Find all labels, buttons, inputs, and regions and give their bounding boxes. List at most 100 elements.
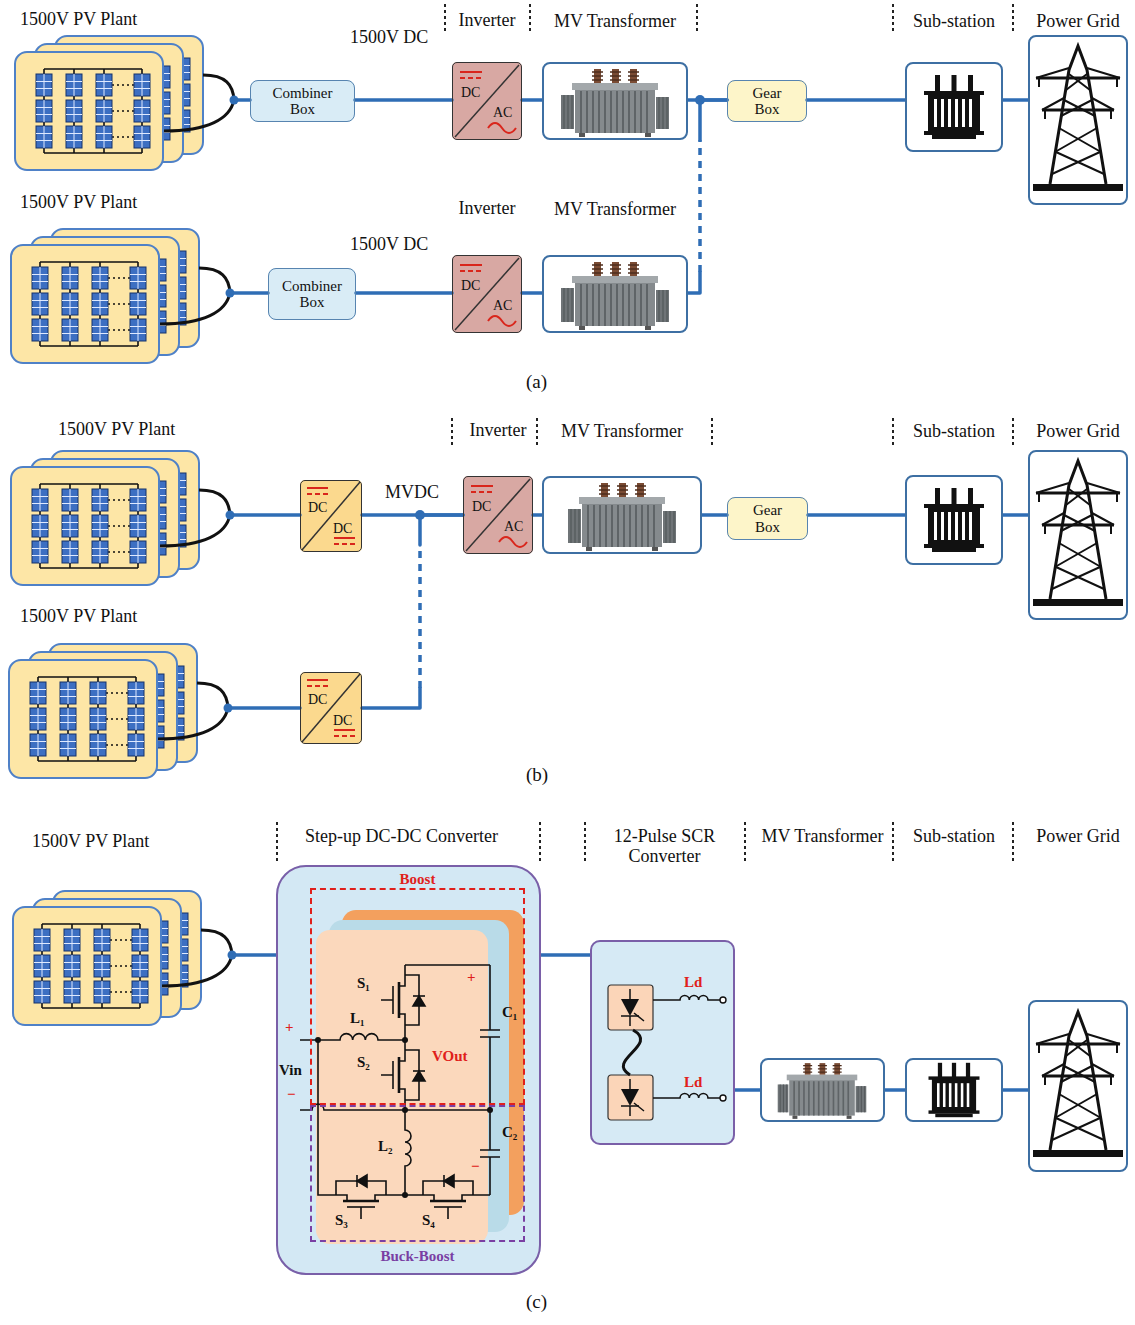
connector-line xyxy=(522,98,542,102)
edge-label: MVDC xyxy=(383,483,441,503)
part-name: L₂ xyxy=(378,1138,393,1155)
node-heading: MV Transformer xyxy=(554,12,676,32)
polarity-sign: − xyxy=(287,1086,296,1103)
connector xyxy=(1003,100,1028,101)
signal-name: VOut xyxy=(432,1048,468,1065)
connector xyxy=(232,515,300,516)
connector-line xyxy=(1003,513,1028,517)
connector xyxy=(702,515,727,516)
transformer-images xyxy=(561,69,866,1119)
connector-dashed xyxy=(418,545,422,688)
node-heading: 1500V PV Plant xyxy=(20,10,137,30)
node-heading: Power Grid xyxy=(1036,12,1120,32)
inverter-box: InverterDCAC xyxy=(452,255,522,333)
node-heading: MV Transformer xyxy=(561,422,683,442)
pv-plant: 1500V PV Plant xyxy=(10,228,232,366)
node-text: DC xyxy=(333,521,352,536)
node-heading: Boost xyxy=(400,871,436,888)
mosfet-symbols xyxy=(326,965,483,1219)
box-fill xyxy=(1028,450,1128,620)
node-heading: Inverter xyxy=(459,199,516,219)
connector-line xyxy=(688,100,727,293)
connector xyxy=(234,955,276,956)
connector-line xyxy=(356,291,452,295)
connector xyxy=(362,515,463,708)
node-heading: Sub-station xyxy=(913,422,995,442)
node-heading: Step-up DC-DC Converter xyxy=(305,827,498,847)
connector-line xyxy=(885,1088,905,1092)
part-name: Ld xyxy=(684,974,702,991)
substation-icons xyxy=(924,75,984,1117)
node-heading: MV Transformer xyxy=(554,200,676,220)
equipment-box: Sub-station xyxy=(905,62,1003,152)
node-text: DC xyxy=(461,85,480,100)
pv-plant: 1500V PV Plant xyxy=(14,35,236,173)
connector xyxy=(1003,1090,1028,1091)
pv-arrays xyxy=(9,36,239,1025)
equipment-box: MV Transformer xyxy=(542,255,688,333)
dc-dc-box: DC DC xyxy=(300,480,362,552)
equipment-box: MV Transformer xyxy=(542,62,688,140)
box-fill xyxy=(250,80,355,122)
box-fill xyxy=(542,255,688,333)
equipment-box: Sub-station xyxy=(905,475,1003,565)
connector-line xyxy=(362,515,463,708)
node-text: Gear Box xyxy=(743,502,793,535)
node-text: DC xyxy=(308,500,327,515)
connector-line xyxy=(735,1088,760,1092)
node-heading: 1500V PV Plant xyxy=(32,832,149,852)
gear-box: Gear Box xyxy=(727,80,807,122)
equipment-box: MV Transformer xyxy=(542,476,702,554)
node-heading: Power Grid xyxy=(1036,422,1120,442)
connector xyxy=(735,1090,760,1091)
node-text: DC xyxy=(333,713,352,728)
pv-plant: 1500V PV Plant xyxy=(12,890,234,1028)
box-fill xyxy=(905,62,1003,152)
part-name: C₁ xyxy=(502,1004,517,1021)
connector-line xyxy=(1003,98,1028,102)
connector xyxy=(541,955,590,956)
edge-label: 1500V DC xyxy=(348,28,430,48)
node-text: AC xyxy=(504,519,523,534)
connector-line xyxy=(541,953,590,957)
part-name: S₁ xyxy=(357,975,370,992)
box-fill xyxy=(760,1058,885,1122)
node-text: AC xyxy=(493,105,512,120)
connector xyxy=(522,100,542,101)
edge-label: 1500V DC xyxy=(348,235,430,255)
part-name: S₃ xyxy=(335,1212,348,1229)
connector-dashed xyxy=(698,140,702,272)
pv-plant: 1500V PV Plant xyxy=(8,643,230,781)
box-fill xyxy=(1028,1000,1128,1172)
box-fill xyxy=(905,475,1003,565)
box-fill xyxy=(300,672,362,744)
converter-symbols xyxy=(302,65,530,742)
node-heading: Sub-station xyxy=(913,827,995,847)
equipment-box: Power Grid xyxy=(1028,1000,1128,1172)
gear-box: Gear Box xyxy=(727,497,808,540)
connector xyxy=(522,293,542,294)
box-fill xyxy=(276,865,541,1275)
node-text: DC xyxy=(461,278,480,293)
node-heading: 1500V PV Plant xyxy=(20,193,137,213)
polarity-sign: + xyxy=(285,1019,294,1036)
connector-line xyxy=(355,98,452,102)
box-fill xyxy=(590,940,735,1145)
column-separators xyxy=(277,4,1013,864)
connector xyxy=(230,708,300,709)
part-name: C₂ xyxy=(502,1124,517,1141)
connector-line xyxy=(533,513,542,517)
figure-caption: (a) xyxy=(526,372,547,393)
dc-dc-box: DCDC xyxy=(300,672,362,744)
inverter-box: InverterDCAC xyxy=(463,476,533,554)
connector xyxy=(1003,515,1028,516)
scr-converter-box: 12-Pulse SCR Converter xyxy=(590,940,735,1145)
box-fill xyxy=(727,497,808,540)
equipment-box: MV Transformer xyxy=(760,1058,885,1122)
connector-line xyxy=(230,706,300,710)
combiner-box: Combiner Box xyxy=(250,80,355,122)
circuit-boards xyxy=(316,910,524,1244)
figure-caption: (c) xyxy=(526,1292,547,1313)
